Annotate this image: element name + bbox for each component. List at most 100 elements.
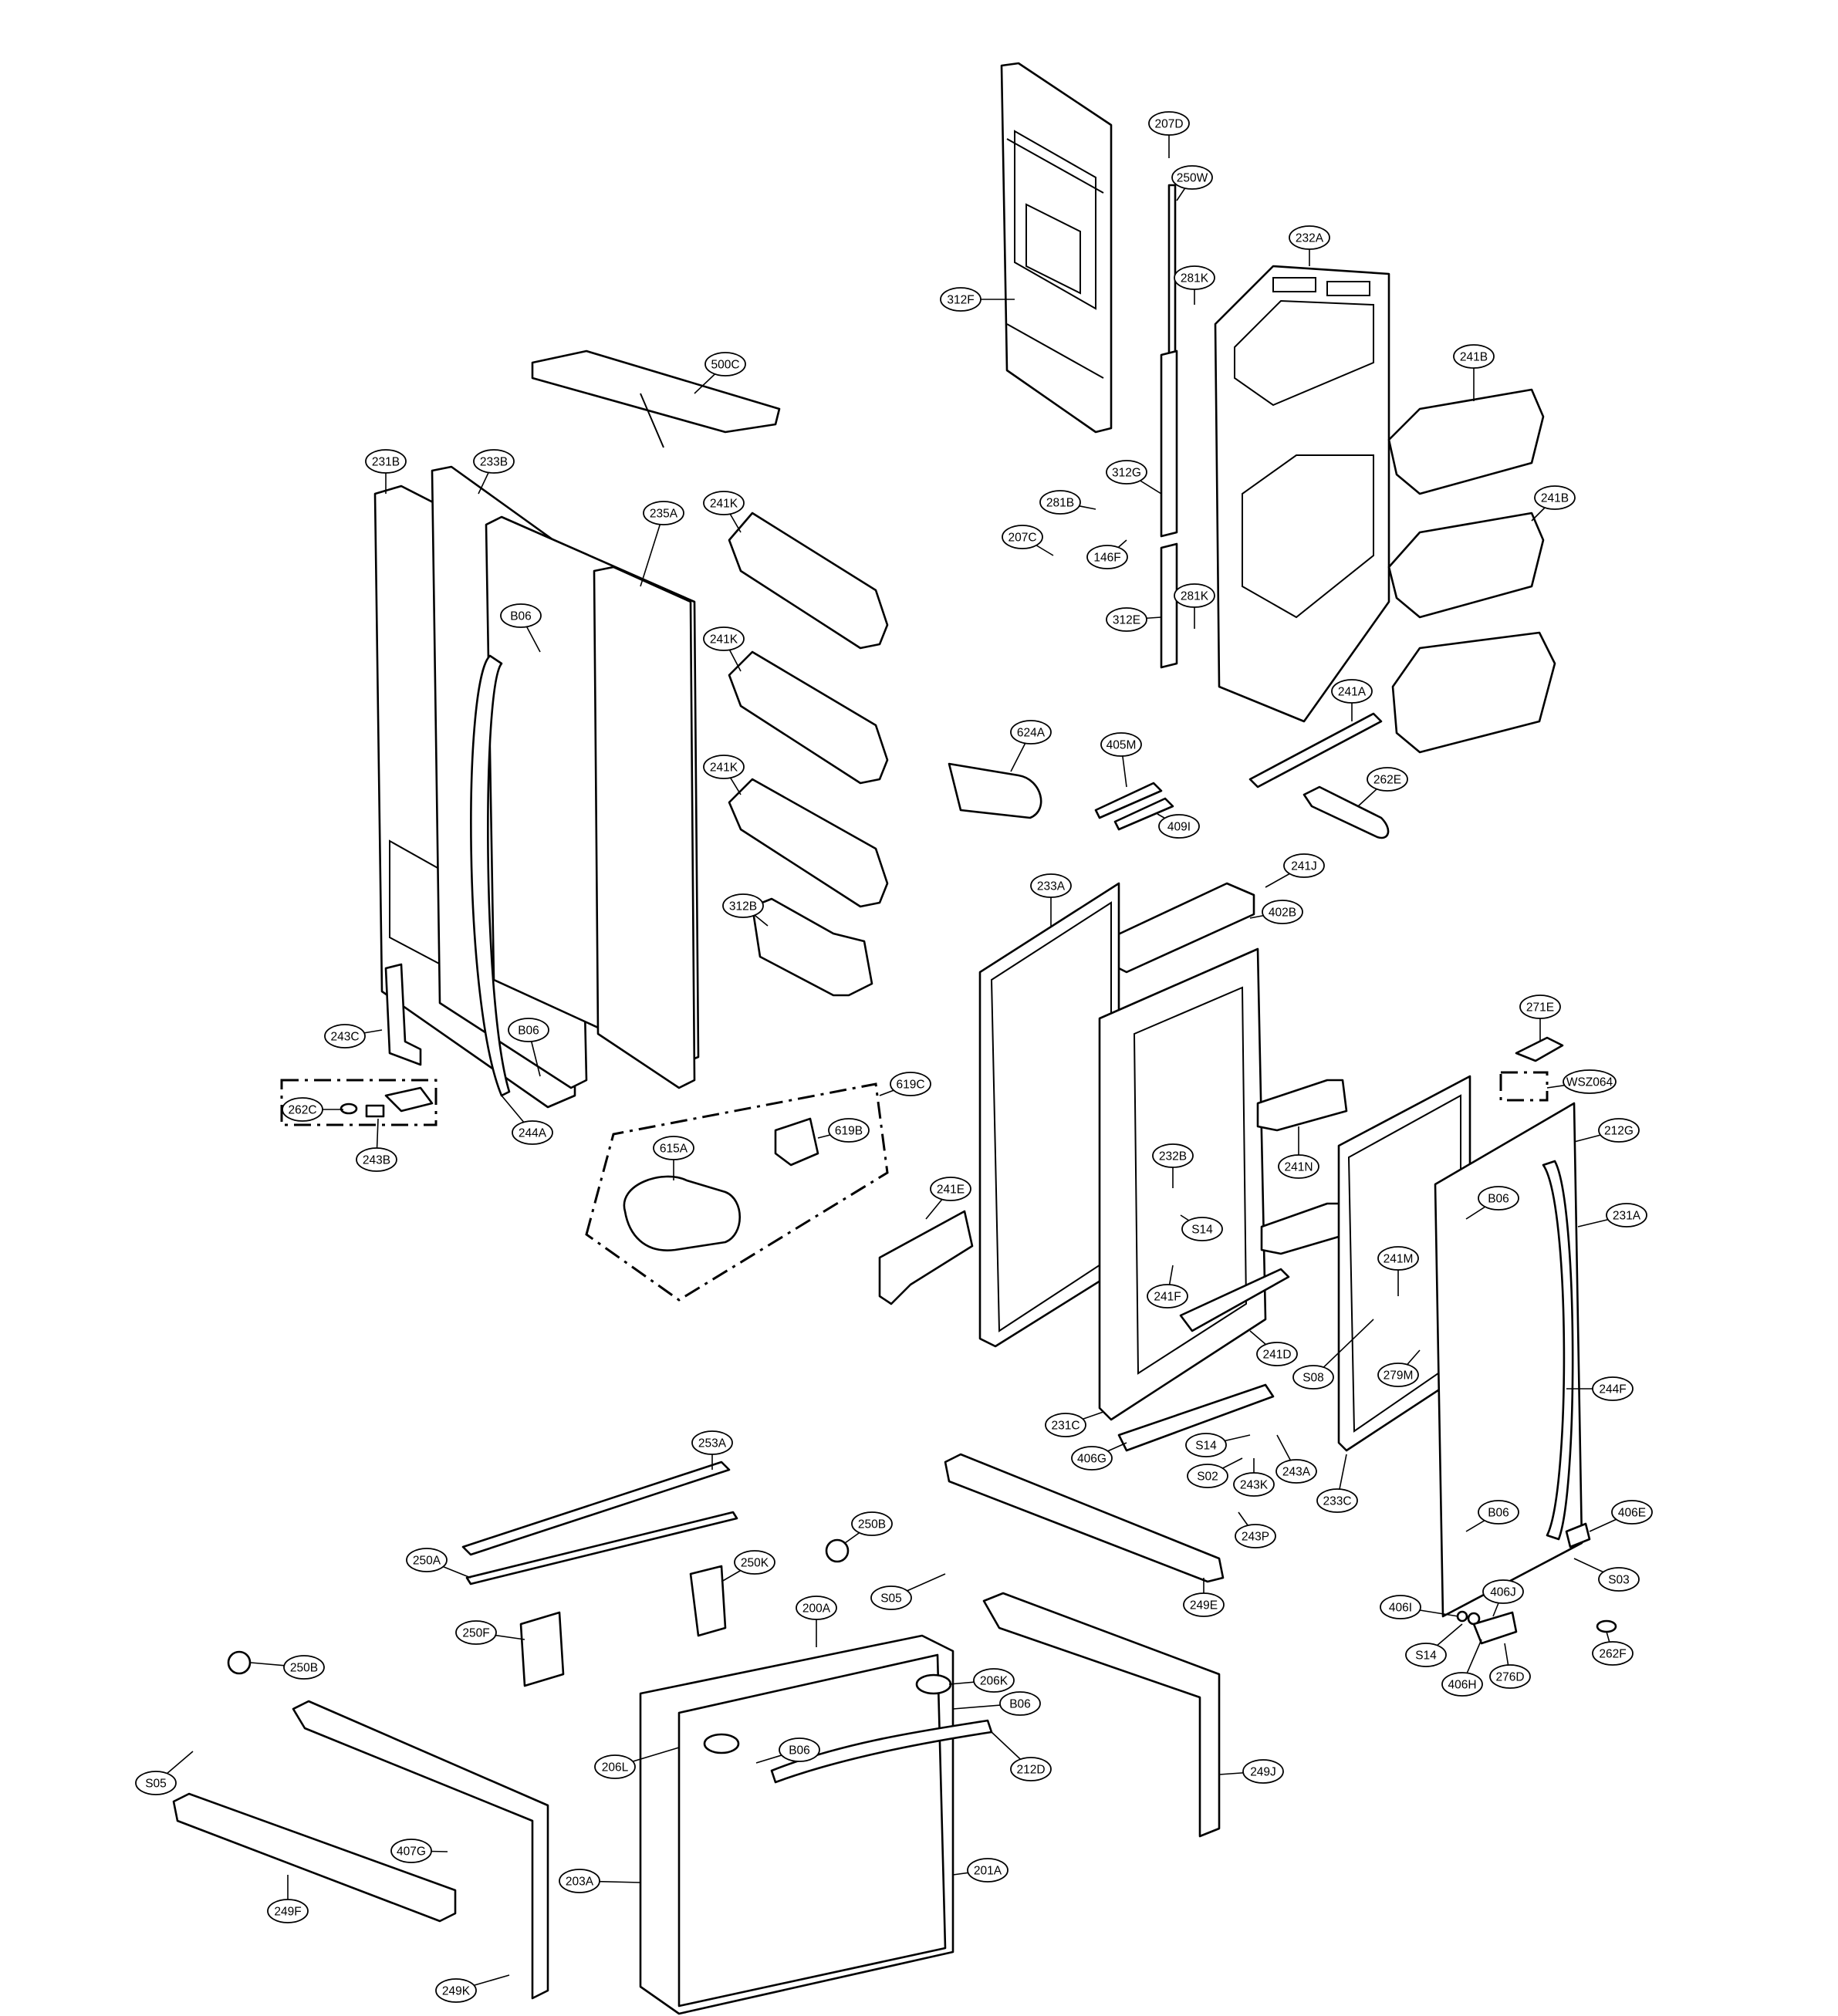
part-strips (1160, 184, 1178, 669)
part-filter-and-small-parts (948, 712, 1390, 839)
callout-249e: 249E (1183, 1578, 1225, 1617)
part-250k-250f (227, 1538, 850, 1687)
callout-406e: 406E (1589, 1500, 1653, 1532)
callout-label: 241A (1338, 686, 1367, 699)
callout-label: 203A (566, 1876, 594, 1889)
callout-label: 271E (1526, 1001, 1554, 1015)
callout-oval (1148, 111, 1190, 136)
callout-oval (1183, 1592, 1225, 1617)
callout-label: 231A (1613, 1210, 1641, 1223)
callout-label: B06 (510, 610, 532, 623)
callout-label: 406I (1389, 1602, 1412, 1615)
callout-oval (1242, 1759, 1284, 1784)
callout-oval (828, 1118, 870, 1143)
callout-label: 281K (1181, 590, 1209, 603)
callout-oval (390, 1839, 432, 1863)
callout-262c: 262C (282, 1097, 343, 1122)
callout-label: S05 (880, 1592, 902, 1606)
callout-label: 232A (1296, 232, 1324, 245)
callout-oval (365, 449, 407, 474)
callout-label: S14 (1191, 1224, 1213, 1237)
part-left-door-assembly (373, 465, 700, 1109)
callout-label: 406G (1077, 1453, 1107, 1466)
callout-312f: 312F (940, 287, 1015, 312)
callout-oval (435, 1978, 477, 2003)
callout-label: 405M (1107, 739, 1137, 752)
callout-label: 249K (442, 1985, 471, 1998)
part-271e-hinge (1499, 1036, 1564, 1102)
callout-label: 253A (698, 1437, 727, 1450)
callout-oval (967, 1858, 1009, 1883)
part-drawer-front (639, 1634, 993, 2015)
callout-406g: 406G (1071, 1442, 1127, 1471)
part-249-left-rails (172, 1700, 549, 2000)
callout-label: 250W (1177, 172, 1208, 185)
callout-oval (500, 603, 542, 628)
callout-241f: 241F (1147, 1265, 1188, 1309)
callout-233b: 233B (473, 449, 515, 495)
callout-oval (1235, 1524, 1276, 1548)
callout-oval (1158, 814, 1200, 839)
callout-s05-mid: S05 (870, 1573, 946, 1610)
callout-label: 281B (1046, 497, 1074, 510)
callout-label: 249E (1190, 1599, 1218, 1612)
callout-label: 200A (802, 1602, 831, 1616)
callout-241k-bot: 241K (703, 755, 745, 795)
callout-402b: 402B (1249, 900, 1303, 924)
callout-oval (796, 1596, 837, 1620)
callout-s14-mid: S14 (1180, 1214, 1223, 1241)
callout-label: 233C (1323, 1495, 1351, 1508)
callout-oval (1256, 1342, 1298, 1366)
callout-label: 241K (710, 633, 738, 647)
callout-232b: 232B (1152, 1143, 1194, 1188)
callout-label: B06 (518, 1025, 539, 1038)
callout-label: 250K (741, 1557, 769, 1570)
callout-253a: 253A (691, 1430, 733, 1470)
callout-oval (1377, 1363, 1419, 1387)
callout-oval (1147, 1284, 1188, 1309)
callout-label: B06 (1009, 1698, 1031, 1711)
callout-label: 279M (1384, 1369, 1414, 1383)
part-241n-bins (1256, 1079, 1348, 1255)
callout-oval (267, 1899, 309, 1923)
callout-oval (1187, 1464, 1228, 1488)
callout-label: 212D (1016, 1764, 1045, 1777)
callout-oval (1039, 490, 1081, 515)
callout-label: 312E (1113, 614, 1140, 627)
callout-label: B06 (789, 1744, 810, 1758)
callout-oval (1030, 873, 1072, 898)
callout-oval (973, 1668, 1015, 1693)
callout-label: 500C (711, 359, 739, 372)
callout-oval (1283, 853, 1325, 878)
callout-oval (1275, 1459, 1317, 1484)
callout-label: 281K (1181, 272, 1209, 285)
callout-500c: 500C (694, 352, 746, 394)
callout-oval (508, 1018, 549, 1042)
callout-409i: 409I (1157, 813, 1200, 839)
callout-407g: 407G (390, 1839, 448, 1863)
callout-262e: 262E (1357, 767, 1408, 807)
callout-232a: 232A (1289, 225, 1330, 266)
callout-oval (406, 1548, 448, 1572)
callout-oval (356, 1147, 397, 1172)
callout-oval (1606, 1203, 1647, 1227)
callout-label: 241E (937, 1184, 965, 1197)
callout-oval (1278, 1154, 1319, 1179)
callout-label: S08 (1302, 1372, 1324, 1385)
callout-label: 207C (1008, 532, 1036, 545)
callout-label: 241K (710, 761, 738, 775)
callout-label: S02 (1197, 1471, 1218, 1484)
callout-oval (1592, 1641, 1634, 1666)
part-lower-hinge-group (1456, 1522, 1617, 1645)
callout-oval (1071, 1446, 1113, 1471)
part-241d-rail (1179, 1268, 1290, 1332)
callout-241k-mid: 241K (703, 626, 745, 672)
callout-oval (779, 1737, 820, 1762)
callout-405m: 405M (1100, 732, 1142, 788)
callout-oval (1174, 583, 1215, 608)
callout-s14-right: S14 (1405, 1623, 1463, 1667)
callout-label: 615A (660, 1143, 688, 1156)
callout-label: 406J (1490, 1586, 1516, 1599)
callout-oval (1367, 767, 1408, 792)
callout-oval (1045, 1413, 1086, 1437)
